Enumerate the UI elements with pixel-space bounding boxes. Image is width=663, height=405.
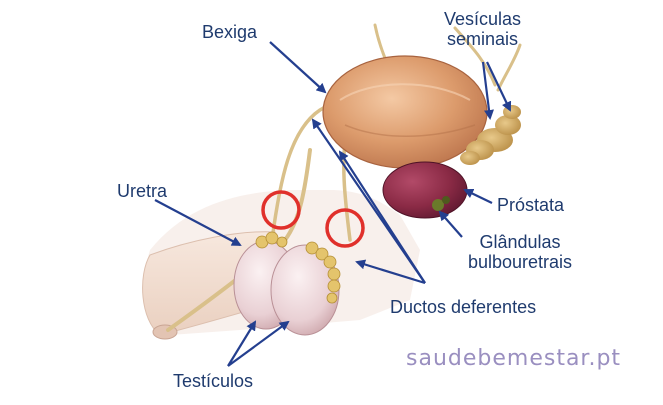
arrow-glandulas <box>438 210 463 238</box>
arrow-vesiculas-1 <box>481 61 494 120</box>
arrow-prostata <box>463 188 493 204</box>
vas-deferens-top-2 <box>496 43 522 92</box>
label-vesiculas-line1: Vesículas <box>443 9 522 29</box>
highlight-circle-right <box>325 208 365 248</box>
arrow-testiculos-2 <box>227 320 290 367</box>
label-glandulas-line2: bulbouretrais <box>467 251 573 272</box>
label-prostata: Próstata <box>497 195 565 215</box>
label-bexiga: Bexiga <box>202 22 258 42</box>
label-vesiculas-seminais: Vesículas seminais <box>430 9 535 50</box>
bladder <box>322 55 488 169</box>
label-uretra: Uretra <box>117 181 168 201</box>
arrow-testiculos-1 <box>227 320 257 367</box>
label-testiculos: Testículos <box>173 371 254 391</box>
label-vesiculas-line2: seminais <box>446 28 519 49</box>
vas-deferens-top-3 <box>453 26 497 87</box>
label-glandulas-bulbouretrais: Glândulas bulbouretrais <box>455 232 585 273</box>
testes <box>233 240 340 336</box>
arrow-bexiga <box>269 41 327 94</box>
highlight-circle-left <box>261 190 301 230</box>
seminal-vesicles <box>460 105 521 165</box>
bulbourethral-glands <box>432 196 450 211</box>
label-glandulas-line1: Glândulas <box>479 232 561 252</box>
leader-arrows <box>154 41 512 367</box>
label-ductos-deferentes: Ductos deferentes <box>390 297 537 317</box>
arrow-ductos-1 <box>355 259 426 285</box>
arrow-ductos-3 <box>338 150 426 284</box>
arrow-uretra <box>154 199 242 246</box>
epididymis <box>255 231 341 304</box>
arrow-vesiculas-2 <box>486 61 512 112</box>
highlight-circles <box>261 190 365 248</box>
prostate <box>382 161 468 219</box>
watermark: saudebemestar.pt <box>406 346 622 371</box>
